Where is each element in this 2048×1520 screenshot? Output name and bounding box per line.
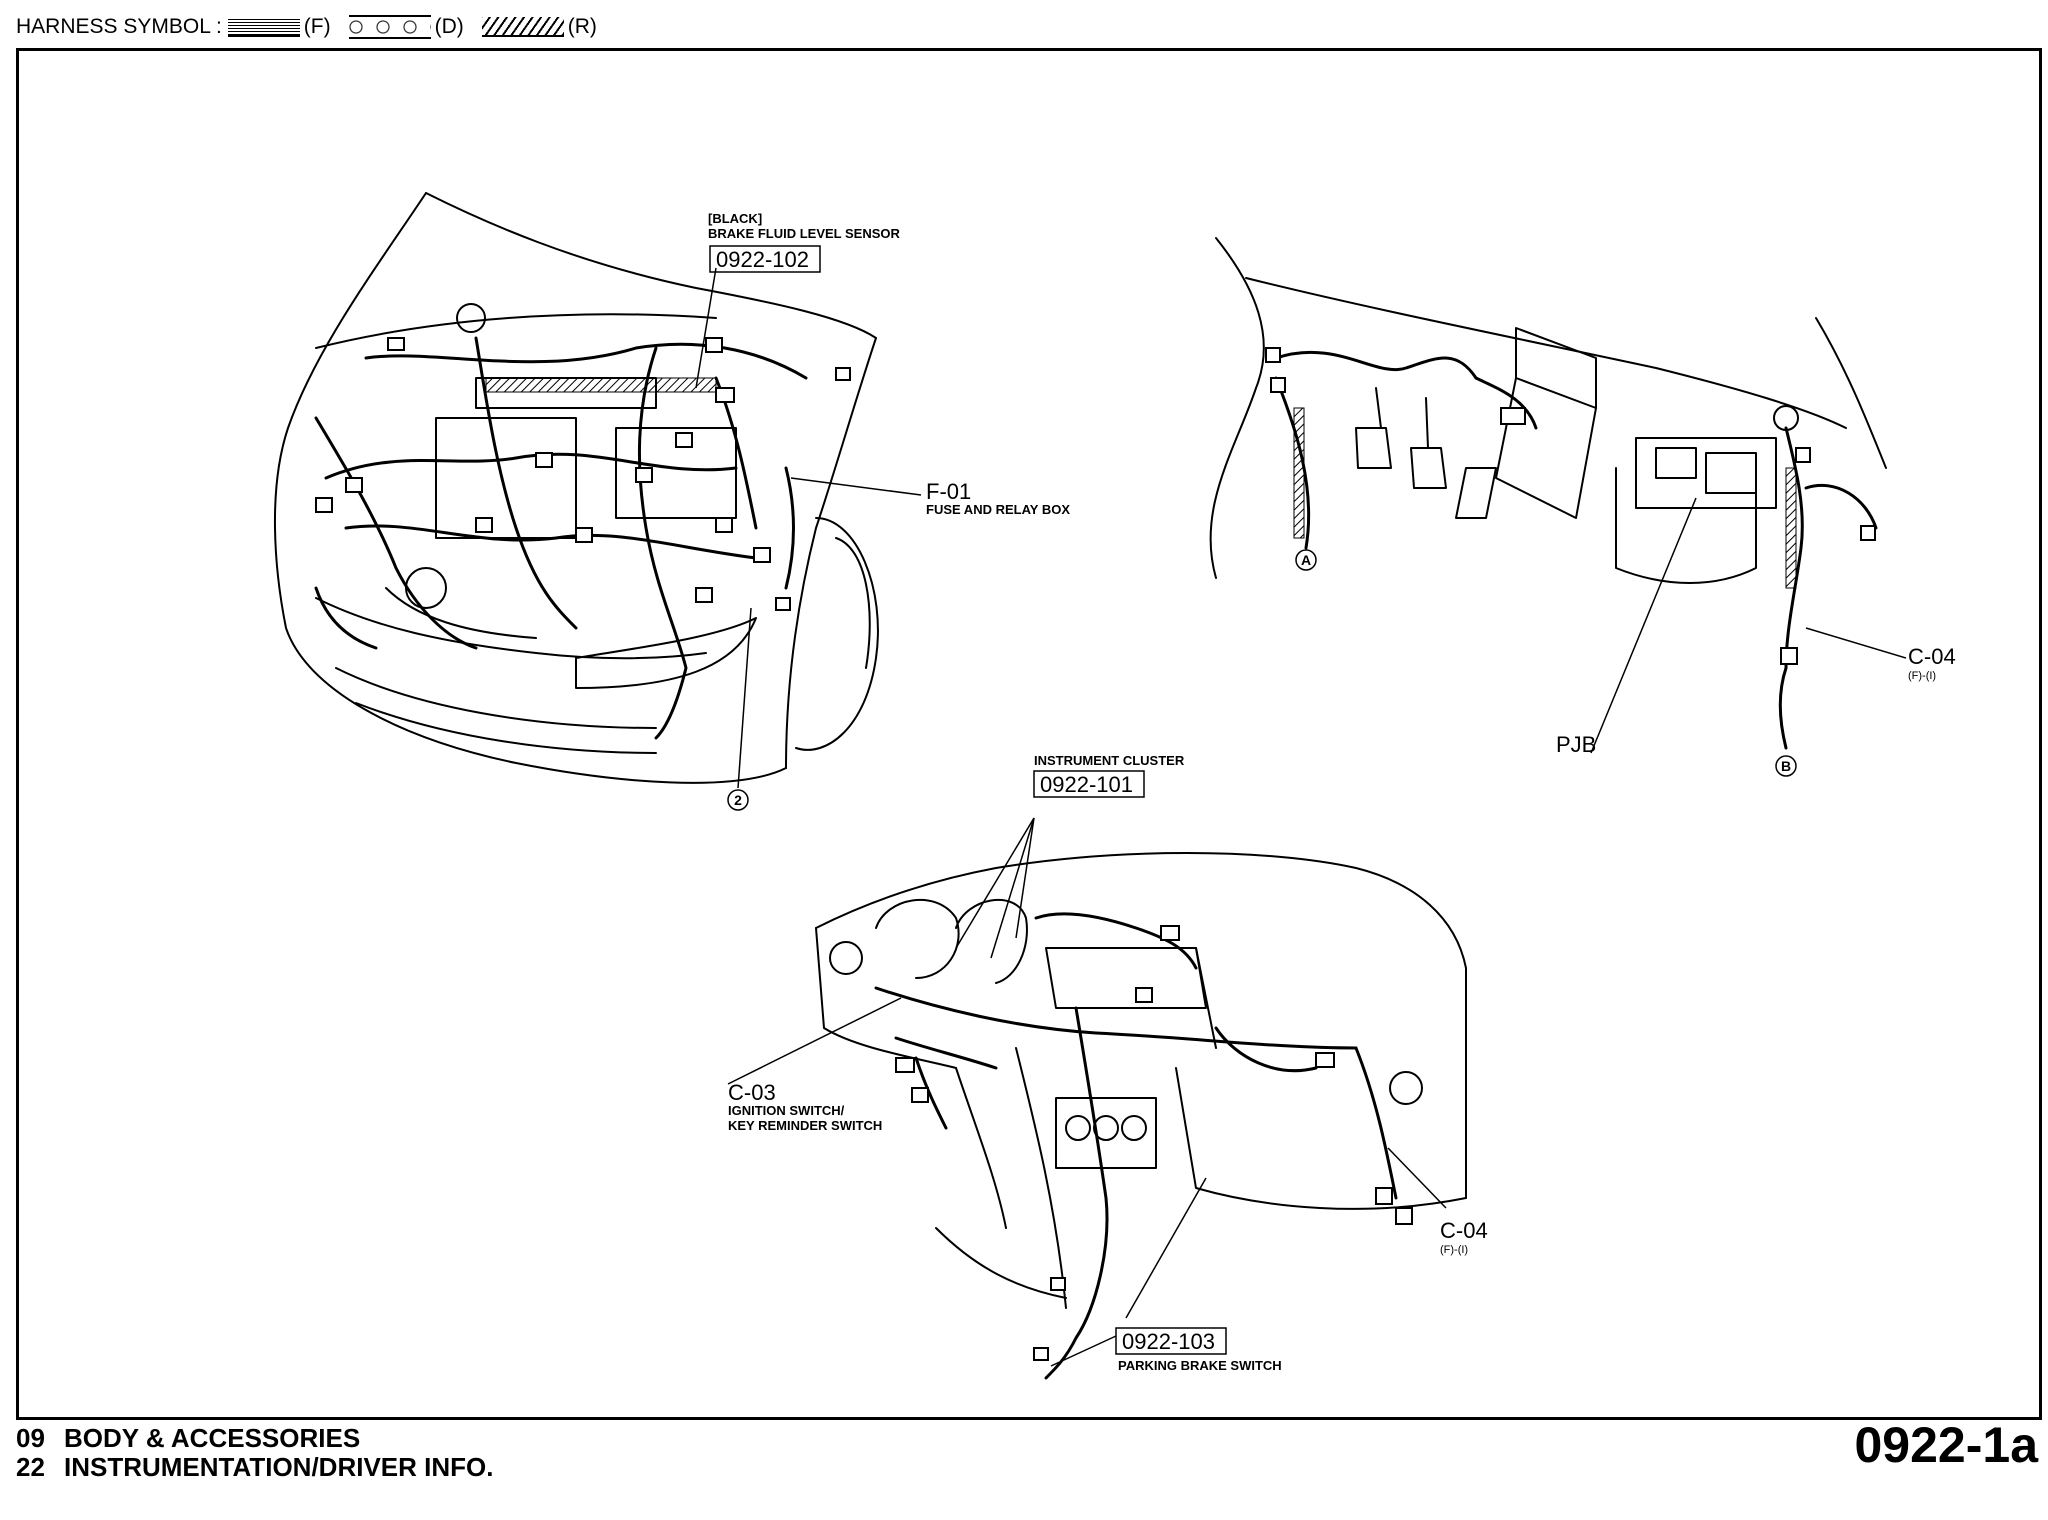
engine-connectors bbox=[315, 337, 851, 611]
wiring-harness-drawing: [BLACK] BRAKE FLUID LEVEL SENSOR 0922-10… bbox=[273, 192, 1956, 1380]
connector-2-label: 2 bbox=[734, 792, 742, 808]
drawing-frame bbox=[16, 48, 2042, 1420]
interior-connectors bbox=[1265, 347, 1876, 665]
engine-compartment-illustration bbox=[273, 192, 879, 784]
instrument-cluster-code-box bbox=[1033, 770, 1145, 798]
c03-id-label: C-03 bbox=[728, 1080, 776, 1105]
brake-sensor-code: 0922-102 bbox=[716, 247, 809, 272]
f01-id-label: F-01 bbox=[926, 479, 971, 504]
c04-top-id-label: C-04 bbox=[1908, 644, 1956, 669]
connector-2-circle bbox=[727, 789, 749, 811]
circles-harness-symbol-icon bbox=[348, 15, 431, 39]
interior-harness-wiring bbox=[1274, 350, 1878, 750]
parking-brake-code: 0922-103 bbox=[1122, 1329, 1215, 1354]
section-number-1: 09 bbox=[16, 1423, 45, 1453]
parking-brake-code-box bbox=[1115, 1327, 1227, 1355]
connector-b-circle bbox=[1775, 755, 1797, 777]
dashboard-connectors bbox=[895, 925, 1413, 1361]
dashboard-illustration bbox=[815, 852, 1467, 1309]
interior-footwell-illustration bbox=[1209, 237, 1887, 584]
c03-name-line2: KEY REMINDER SWITCH bbox=[728, 1118, 882, 1133]
callout-leader-lines bbox=[695, 267, 1907, 1367]
harness-code-r: (R) bbox=[567, 15, 597, 38]
section-line-1: 09 BODY & ACCESSORIES bbox=[16, 1424, 493, 1453]
harness-symbol-label: HARNESS SYMBOL : bbox=[16, 15, 222, 38]
brake-sensor-color-label: [BLACK] bbox=[708, 211, 762, 226]
dashboard-harness-wiring bbox=[874, 912, 1398, 1380]
connector-a-label: A bbox=[1301, 552, 1311, 568]
engine-harness-band bbox=[485, 377, 717, 393]
section-text-2: INSTRUMENTATION/DRIVER INFO. bbox=[64, 1452, 494, 1482]
hatched-harness-symbol-icon bbox=[481, 17, 564, 37]
pjb-label: PJB bbox=[1556, 732, 1596, 757]
connector-b-label: B bbox=[1781, 758, 1791, 774]
interior-harness-band-left bbox=[1293, 407, 1305, 539]
page-number: 0922-1a bbox=[1854, 1417, 2039, 1473]
section-line-2: 22 INSTRUMENTATION/DRIVER INFO. bbox=[16, 1453, 493, 1482]
section-number-2: 22 bbox=[16, 1452, 45, 1482]
connector-a-circle bbox=[1295, 549, 1317, 571]
harness-code-f: (F) bbox=[303, 15, 331, 38]
dotted-harness-symbol-icon bbox=[227, 17, 300, 37]
interior-harness-band-right bbox=[1785, 467, 1797, 589]
harness-symbol-legend: HARNESS SYMBOL : (F) (D) (R) bbox=[16, 10, 609, 44]
f01-name-label: FUSE AND RELAY BOX bbox=[926, 502, 1070, 517]
brake-sensor-code-box bbox=[709, 245, 821, 273]
instrument-cluster-name-label: INSTRUMENT CLUSTER bbox=[1034, 753, 1185, 768]
c04-top-sub-label: (F)-(I) bbox=[1908, 670, 1936, 682]
harness-code-d: (D) bbox=[434, 15, 464, 38]
instrument-cluster-code: 0922-101 bbox=[1040, 772, 1133, 797]
brake-sensor-name-label: BRAKE FLUID LEVEL SENSOR bbox=[708, 226, 901, 241]
section-text-1: BODY & ACCESSORIES bbox=[64, 1423, 361, 1453]
section-title: 09 BODY & ACCESSORIES 22 INSTRUMENTATION/D… bbox=[16, 1424, 493, 1482]
c04-bottom-sub-label: (F)-(I) bbox=[1440, 1244, 1468, 1256]
c04-bottom-id-label: C-04 bbox=[1440, 1218, 1488, 1243]
c03-name-line1: IGNITION SWITCH/ bbox=[728, 1103, 845, 1118]
parking-brake-name-label: PARKING BRAKE SWITCH bbox=[1118, 1358, 1282, 1373]
